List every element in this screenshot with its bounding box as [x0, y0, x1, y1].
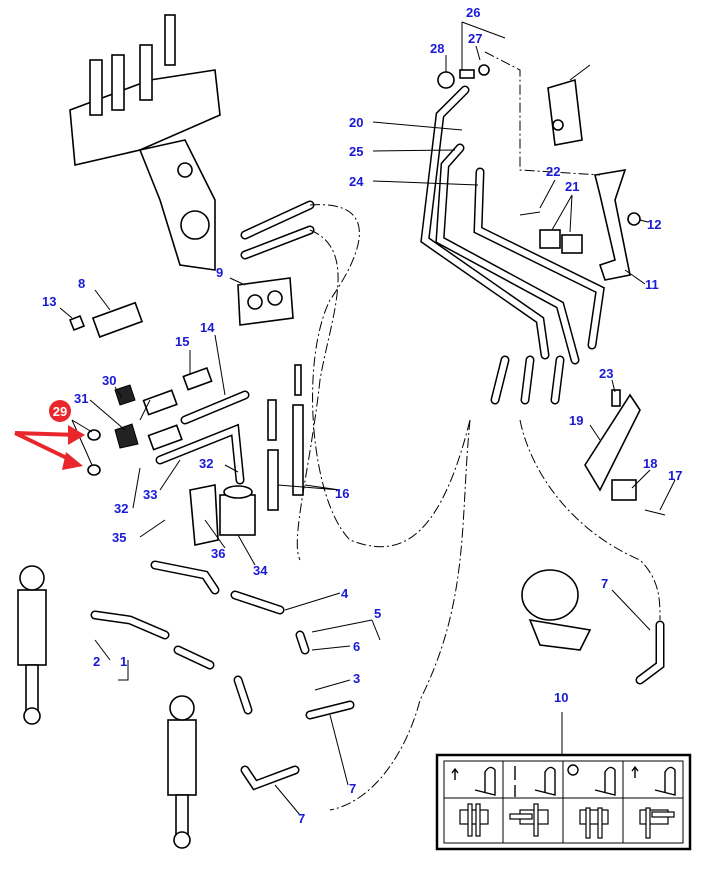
leader-lines — [59, 21, 676, 816]
selector-valve — [547, 64, 591, 146]
callout-24[interactable]: 24 — [349, 174, 364, 189]
callout-32[interactable]: 32 — [199, 456, 213, 471]
callout-23[interactable]: 23 — [599, 366, 613, 381]
hydraulic-cylinder-lower — [167, 695, 197, 849]
callout-10[interactable]: 10 — [554, 690, 568, 705]
callout-27[interactable]: 27 — [468, 31, 482, 46]
callout-17[interactable]: 17 — [668, 468, 682, 483]
callout-32-lower[interactable]: 32 — [114, 501, 128, 516]
callout-7-middle[interactable]: 7 — [349, 781, 356, 796]
callout-22[interactable]: 22 — [546, 164, 560, 179]
callout-7-right[interactable]: 7 — [601, 576, 608, 591]
callout-6[interactable]: 6 — [353, 639, 360, 654]
accumulator — [521, 569, 579, 621]
callout-4[interactable]: 4 — [341, 586, 349, 601]
callout-25[interactable]: 25 — [349, 144, 363, 159]
callout-20[interactable]: 20 — [349, 115, 363, 130]
callout-31[interactable]: 31 — [74, 391, 88, 406]
callout-30[interactable]: 30 — [102, 373, 116, 388]
callout-2[interactable]: 2 — [93, 654, 100, 669]
hydraulic-cylinder-upper — [17, 565, 47, 725]
callout-19[interactable]: 19 — [569, 413, 583, 428]
callout-7-lower[interactable]: 7 — [298, 811, 305, 826]
callout-28[interactable]: 28 — [430, 41, 444, 56]
callout-18[interactable]: 18 — [643, 456, 657, 471]
control-valve-assembly — [69, 14, 221, 271]
callout-11[interactable]: 11 — [645, 277, 659, 292]
operation-table — [435, 753, 692, 851]
callout-14[interactable]: 14 — [200, 320, 215, 335]
callout-33[interactable]: 33 — [143, 487, 157, 502]
callout-5[interactable]: 5 — [374, 606, 381, 621]
callout-26[interactable]: 26 — [466, 5, 480, 20]
callout-35[interactable]: 35 — [112, 530, 126, 545]
callout-34[interactable]: 34 — [253, 563, 268, 578]
callout-16[interactable]: 16 — [335, 486, 349, 501]
callout-21[interactable]: 21 — [565, 179, 579, 194]
callout-36[interactable]: 36 — [211, 546, 225, 561]
callout-29[interactable]: 29 — [53, 404, 67, 419]
callout-9[interactable]: 9 — [216, 265, 223, 280]
callout-15[interactable]: 15 — [175, 334, 189, 349]
bracket — [594, 168, 631, 281]
highlight-arrows: 29 — [14, 400, 85, 470]
callout-labels: 26 27 28 20 25 24 22 21 12 11 9 8 13 14 … — [42, 5, 682, 826]
rigid-pipes — [420, 85, 605, 365]
callout-12[interactable]: 12 — [647, 217, 661, 232]
callout-13[interactable]: 13 — [42, 294, 56, 309]
callout-1[interactable]: 1 — [120, 654, 127, 669]
callout-8[interactable]: 8 — [78, 276, 85, 291]
callout-3[interactable]: 3 — [353, 671, 360, 686]
